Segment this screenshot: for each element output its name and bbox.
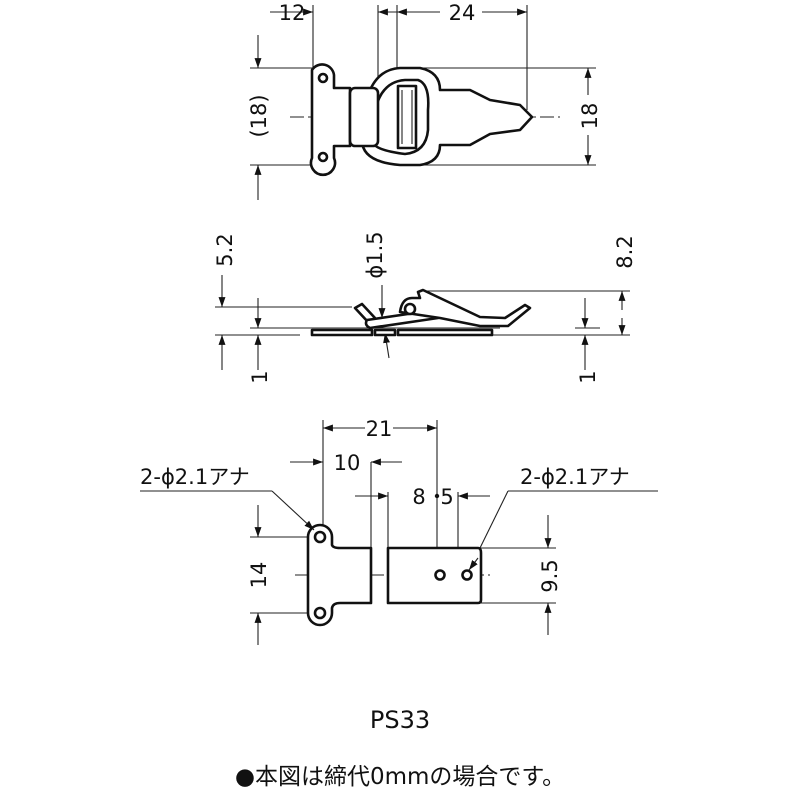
dim-side-5-2: 5.2 [213, 233, 237, 266]
dim-14: 14 [247, 562, 271, 589]
top-view: 12 24 (18) 18 [247, 1, 602, 200]
dim-9-5: 9.5 [538, 559, 562, 592]
hole-view: 21 10 8 5 14 9.5 2-ϕ2.1アナ 2-ϕ2.1アナ [140, 417, 658, 645]
hole-label-right: 2-ϕ2.1アナ [520, 465, 630, 489]
dim-5: 5 [440, 485, 453, 509]
dim-10: 10 [334, 451, 361, 475]
dim-top-18: 18 [578, 103, 602, 130]
dim-top-24: 24 [449, 1, 476, 25]
side-view: 5.2 1 8.2 1 ϕ1.5 [213, 231, 637, 383]
dim-side-8-2: 8.2 [613, 235, 637, 268]
dim-side-1-left: 1 [248, 370, 272, 383]
dim-8: 8 [412, 485, 425, 509]
dim-21: 21 [366, 417, 393, 441]
model-number: PS33 [370, 706, 430, 734]
dim-side-pin: ϕ1.5 [363, 231, 387, 278]
hole-label-left: 2-ϕ2.1アナ [140, 465, 250, 489]
dim-side-1-right: 1 [576, 370, 600, 383]
dim-top-12: 12 [279, 1, 306, 25]
footnote: ●本図は締代0mmの場合です。 [235, 764, 565, 790]
dim-top-18-ref: (18) [247, 94, 271, 137]
